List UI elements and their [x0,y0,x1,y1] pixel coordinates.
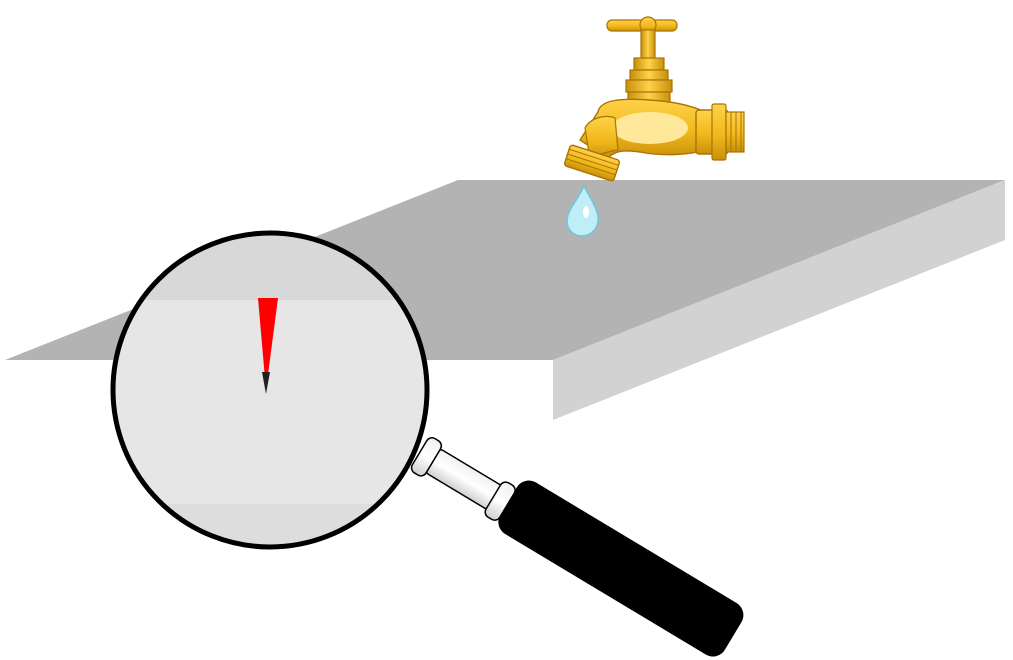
water-droplet-icon [566,184,599,237]
magnifying-glass-icon [110,230,744,657]
shelf-front-side [553,180,1005,420]
needle-icon [258,298,278,390]
faucet-icon [563,16,745,182]
magnifier-rim [110,230,430,550]
magnifier-handle [498,480,744,657]
magnifier-lens [113,233,427,547]
